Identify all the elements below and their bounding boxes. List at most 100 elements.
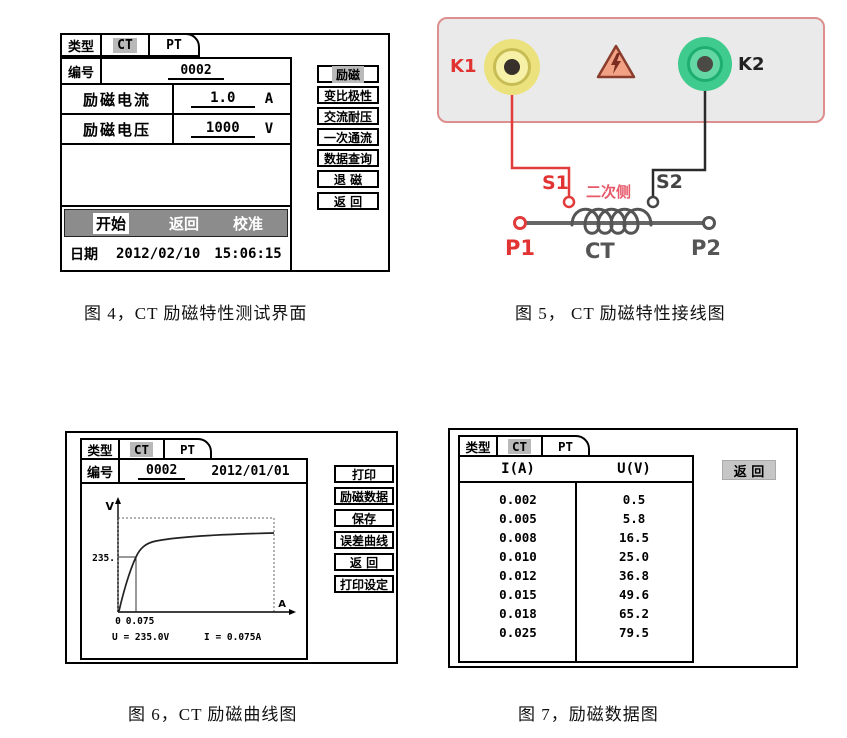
fig4-button-primary-current[interactable]: 一次通流 [317,128,379,146]
x-axis-arrow [289,609,296,615]
plot-u-readout: U = 235.0V [112,632,169,643]
ct-coil-symbol [570,207,653,235]
s1-terminal [562,195,576,209]
fig4-button-demagnetize[interactable]: 退 磁 [317,170,379,188]
fig4-button-return[interactable]: 返 回 [317,192,379,210]
fig7-tab-ct-label: CT [507,438,532,454]
fig6-button-print-settings[interactable]: 打印设定 [334,575,394,593]
plot-x-marker: 0.075 [126,616,155,627]
k1-yellow-jack[interactable] [484,39,540,95]
fig7-caption: 图 7，励磁数据图 [518,705,659,724]
fig4-voltage-label: 励磁电压 [62,115,174,143]
k1-label: K1 [450,56,477,77]
p1-label: P1 [505,236,536,260]
fig6-tab-pt-label: PT [179,441,196,457]
fig4-current-unit: A [264,91,274,107]
table-row: 0.012 36.8 [460,568,692,587]
fig4-date-row: 日期 2012/02/10 15:06:15 [62,237,290,270]
cell-i: 0.005 [499,511,537,526]
plot-i-readout: I = 0.075A [204,632,261,643]
fig6-button-excitation-data[interactable]: 励磁数据 [334,487,394,505]
fig4-number-field[interactable]: 0002 [168,63,224,80]
high-voltage-warning-icon [596,44,636,79]
fig4-button-excitation[interactable]: 励磁 [317,65,379,83]
fig4-action-bar: 开始 返回 校准 [64,209,288,237]
fig6-button-return[interactable]: 返 回 [334,553,394,571]
fig4-message-area [62,145,290,207]
fig6-number-field[interactable]: 0002 [138,463,186,480]
k2-green-jack[interactable] [678,37,732,91]
fig4-tab-pt-label: PT [166,37,182,53]
fig7-tabstrip: 类型 CT PT [458,435,590,457]
cell-u: 79.5 [618,625,650,640]
fig7-tab-ct[interactable]: CT [498,437,543,455]
cell-u: 65.2 [618,606,650,621]
p2-terminal [702,216,716,230]
ct-label: CT [585,239,615,263]
fig6-number-label: 编号 [82,460,120,482]
cell-u: 36.8 [618,568,650,583]
fig4-return-button[interactable]: 返回 [169,214,200,233]
fig4-start-button[interactable]: 开始 [93,212,130,234]
fig4-type-label: 类型 [62,35,102,55]
fig4-button-ratio-polarity[interactable]: 变比极性 [317,86,379,104]
plot-y-axis-label: V [105,500,114,513]
fig4-number-row: 编号 0002 [62,59,290,85]
cell-u: 0.5 [622,492,646,507]
fig4-caption: 图 4，CT 励磁特性测试界面 [84,304,308,323]
fig4-button-excitation-label: 励磁 [331,65,364,83]
secondary-side-label: 二次侧 [586,183,632,201]
cell-u: 49.6 [618,587,650,602]
fig6-button-save[interactable]: 保存 [334,509,394,527]
fig6-date-value: 2012/01/01 [211,463,290,479]
fig4-tab-ct-label: CT [113,37,137,53]
fig4-tab-ct[interactable]: CT [102,35,150,55]
fig6-plot-area: V A 235. 0 0.075 U = 235.0V I = 0.075A [80,482,308,660]
fig4-button-ac-withstand[interactable]: 交流耐压 [317,107,379,125]
s1-label: S1 [542,172,569,194]
fig6-button-print[interactable]: 打印 [334,465,394,483]
fig6-tabstrip: 类型 CT PT [80,438,212,460]
cell-i: 0.015 [499,587,537,602]
fig7-header-current: I(A) [501,461,535,477]
fig6-tab-ct[interactable]: CT [120,440,165,458]
excitation-curve-chart: V A 235. 0 0.075 U = 235.0V I = 0.075A [92,497,296,643]
fig7-header-voltage: U(V) [617,461,651,477]
fig7-table-header: I(A) U(V) [460,457,692,483]
fig4-date-value: 2012/02/10 [116,245,201,262]
plot-y-marker: 235. [92,553,115,564]
fig4-tab-pt[interactable]: PT [150,35,198,55]
fig6-tab-ct-label: CT [129,441,154,457]
fig4-current-row: 励磁电流 1.0 A [62,85,290,115]
fig4-current-field[interactable]: 1.0 [190,90,255,108]
fig4-calibrate-button[interactable]: 校准 [233,214,264,233]
fig6-type-label: 类型 [82,440,120,458]
plot-x-axis-label: A [278,599,286,610]
fig6-button-error-curve[interactable]: 误差曲线 [334,531,394,549]
cell-u: 5.8 [622,511,646,526]
excitation-curve [118,532,275,612]
cell-i: 0.012 [499,568,537,583]
cell-u: 25.0 [618,549,650,564]
fig4-current-label: 励磁电流 [62,85,174,113]
fig7-tab-pt-label: PT [557,438,574,454]
cell-i: 0.008 [499,530,537,545]
fig6-inner-panel: 类型 CT PT 编号 0002 2012/01/01 V A 235. [80,438,308,660]
k2-jack-hole [697,56,713,72]
fig7-return-button[interactable]: 返 回 [722,460,776,480]
fig6-tab-pt[interactable]: PT [165,440,210,458]
k2-label: K2 [738,54,765,75]
fig7-tab-pt[interactable]: PT [543,437,588,455]
fig4-voltage-field[interactable]: 1000 [190,120,255,138]
plot-dotted-box [117,517,275,613]
fig4-tabstrip: 类型 CT PT [60,33,200,57]
fig4-button-data-query[interactable]: 数据查询 [317,149,379,167]
fig7-type-label: 类型 [460,437,498,455]
